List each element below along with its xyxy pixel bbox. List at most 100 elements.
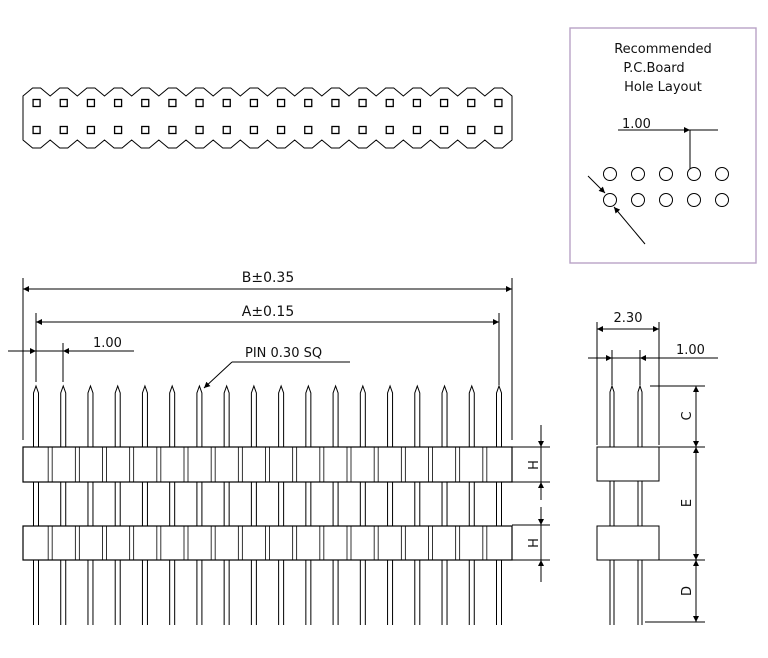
top-hole-r1-c12 — [331, 98, 340, 108]
front-pin-2 — [60, 384, 67, 625]
front-pin-10 — [278, 384, 285, 625]
top-hole-r1-c10 — [276, 98, 286, 108]
top-hole-r1-c3 — [86, 98, 96, 108]
top-view-outline — [22, 87, 513, 149]
top-hole-r1-c17 — [467, 98, 476, 108]
top-hole-r1-c6 — [168, 98, 177, 108]
front-body-upper — [22, 446, 513, 483]
top-hole-r2-c14 — [385, 125, 394, 135]
pcb-layout-border — [569, 27, 757, 264]
pcb-hole-r1-c4 — [687, 167, 701, 181]
front-pin-8 — [223, 384, 230, 625]
side-pitch-label: 1.00 — [676, 343, 705, 358]
front-view-pins — [33, 384, 502, 625]
front-body-outline — [22, 525, 513, 561]
front-pin-11 — [305, 384, 312, 625]
dim-b-label: B±0.35 — [242, 270, 295, 286]
front-pin-7 — [196, 384, 203, 625]
front-body-outline — [22, 446, 513, 483]
dim-e-label: E — [680, 499, 695, 507]
pcb-hole-r2-c4 — [687, 193, 701, 207]
front-pin-1 — [33, 384, 39, 625]
top-view — [22, 87, 513, 149]
pcb-hole-r1-c3 — [659, 167, 673, 181]
top-hole-r1-c7 — [195, 98, 204, 108]
pcb-hole-r1-c2 — [631, 167, 645, 181]
top-hole-r2-c18 — [494, 125, 503, 135]
front-pin-18 — [496, 384, 502, 625]
front-pin-14 — [387, 384, 394, 625]
pcb-hole-r2-c1 — [603, 193, 617, 207]
top-view-holes — [32, 98, 503, 135]
side-view-pins — [609, 384, 643, 625]
top-hole-r2-c12 — [331, 125, 340, 135]
front-pin-17 — [468, 384, 475, 625]
dim-c-label: C — [680, 411, 695, 420]
top-hole-r1-c16 — [439, 98, 449, 108]
dim-a-label: A±0.15 — [242, 304, 294, 320]
top-hole-r2-c7 — [195, 125, 204, 135]
pcb-hole-r2-c3 — [659, 193, 673, 207]
top-hole-r2-c17 — [467, 125, 476, 135]
pcb-hole-r2-c2 — [631, 193, 645, 207]
top-hole-r2-c8 — [222, 125, 231, 135]
pcb-layout-holes — [603, 167, 729, 207]
top-hole-r2-c15 — [412, 125, 422, 135]
front-pin-3 — [87, 384, 94, 625]
dim-pitch-label: 1.00 — [93, 336, 122, 351]
top-hole-r1-c13 — [358, 98, 367, 108]
pcb-hole-r1-c5 — [715, 167, 729, 181]
top-hole-r1-c15 — [412, 98, 422, 108]
top-hole-r1-c2 — [59, 98, 68, 108]
top-hole-r1-c4 — [113, 98, 123, 108]
front-pin-12 — [332, 384, 339, 625]
pcb-layout-pitch-label: 1.00 — [622, 117, 651, 132]
front-pin-4 — [114, 384, 121, 625]
pcb-hole-diameter-arrow-in — [587, 175, 606, 194]
pcb-layout-title-line3: Hole Layout — [624, 80, 702, 95]
pcb-hole-diameter-arrow-out — [613, 206, 646, 245]
front-body-lower — [22, 525, 513, 561]
top-hole-r2-c4 — [113, 125, 123, 135]
front-pin-9 — [250, 384, 257, 625]
dim-d-label: D — [680, 586, 695, 596]
pcb-hole-r2-c5 — [715, 193, 729, 207]
top-hole-r2-c10 — [276, 125, 286, 135]
front-view: B±0.35 A±0.15 1.00 PIN 0.30 SQ H — [8, 270, 550, 625]
side-body-upper — [596, 446, 660, 482]
front-pin-6 — [169, 384, 176, 625]
side-view: 2.30 1.00 C E D — [588, 311, 718, 625]
top-hole-r2-c11 — [304, 125, 313, 135]
pcb-layout-title-line1: Recommended — [614, 42, 712, 57]
dim-h1-label: H — [527, 460, 542, 470]
front-pin-5 — [141, 384, 148, 625]
front-pin-15 — [414, 384, 421, 625]
top-hole-r2-c9 — [249, 125, 259, 135]
top-hole-r1-c1 — [32, 98, 41, 108]
top-hole-r2-c1 — [32, 125, 41, 135]
side-pin-right — [637, 384, 643, 625]
top-hole-r1-c18 — [494, 98, 503, 108]
dim-width-label: 2.30 — [614, 311, 643, 326]
pin-size-label: PIN 0.30 SQ — [245, 346, 322, 361]
pin-label-leader — [203, 361, 233, 389]
dim-h2-label: H — [527, 538, 542, 548]
front-pin-13 — [359, 384, 366, 625]
top-hole-r1-c5 — [141, 98, 150, 108]
top-hole-r2-c13 — [358, 125, 367, 135]
top-hole-r1-c8 — [222, 98, 231, 108]
front-pin-16 — [441, 384, 448, 625]
top-hole-r2-c3 — [86, 125, 96, 135]
top-hole-r1-c11 — [304, 98, 313, 108]
side-body-lower — [596, 525, 660, 561]
front-view-bodies — [22, 446, 513, 561]
side-pin-left — [609, 384, 615, 625]
pcb-layout-title-line2: P.C.Board — [623, 61, 684, 76]
top-hole-r1-c14 — [385, 98, 394, 108]
top-hole-r2-c16 — [439, 125, 449, 135]
pcb-layout-panel: Recommended P.C.Board Hole Layout 1.00 — [569, 27, 757, 264]
pcb-hole-r1-c1 — [603, 167, 617, 181]
top-hole-r2-c5 — [141, 125, 150, 135]
top-hole-r1-c9 — [249, 98, 259, 108]
